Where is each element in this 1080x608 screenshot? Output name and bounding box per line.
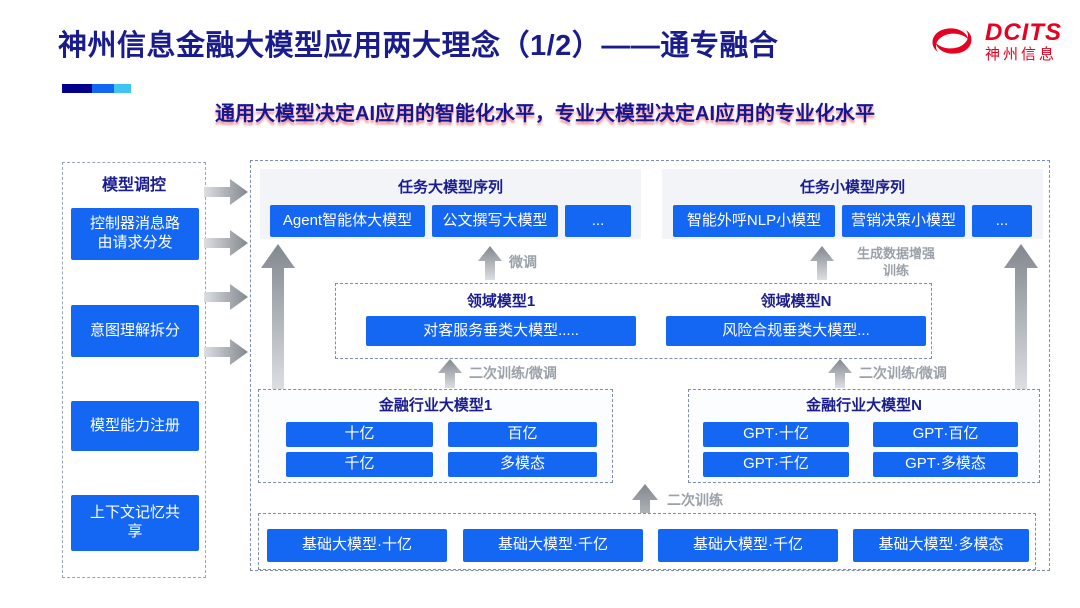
- model-box-100b: 千亿: [286, 452, 433, 477]
- model-box-nlp-outbound: 智能外呼NLP小模型: [673, 205, 835, 237]
- model-box-foundation-100b-2: 基础大模型·千亿: [658, 529, 838, 562]
- arrow-up-icon: [478, 246, 502, 280]
- arrow-up-tall-icon: [1004, 244, 1038, 390]
- sidebar-item-controller-routing: 控制器消息路 由请求分发: [71, 208, 199, 260]
- logo-brand-text: DCITS: [985, 19, 1062, 46]
- model-box-foundation-100b: 基础大模型·千亿: [463, 529, 643, 562]
- model-box-gpt-100b: GPT·千亿: [703, 452, 849, 477]
- model-box-document-writing: 公文撰写大模型: [432, 205, 558, 237]
- model-box-customer-service: 对客服务垂类大模型.....: [366, 316, 636, 346]
- domain-models-container: 领域模型1 对客服务垂类大模型..... 领域模型N 风险合规垂类大模型...: [335, 283, 932, 359]
- model-box-ellipsis: ...: [565, 205, 631, 237]
- model-control-panel: 模型调控 控制器消息路 由请求分发 意图理解拆分 模型能力注册 上下文记忆共 享: [62, 162, 206, 578]
- domain-model-n-title: 领域模型N: [760, 293, 832, 310]
- task-small-model-panel: 任务小模型序列 智能外呼NLP小模型 营销决策小模型 ...: [662, 169, 1043, 239]
- model-box-marketing-decision: 营销决策小模型: [842, 205, 965, 237]
- sidebar-item-capability-register: 模型能力注册: [71, 401, 199, 451]
- industry-model-n-panel: 金融行业大模型N GPT·十亿 GPT·百亿 GPT·千亿 GPT·多模态: [688, 389, 1040, 483]
- foundation-models-container: 基础大模型·十亿 基础大模型·千亿 基础大模型·千亿 基础大模型·多模态: [258, 513, 1036, 570]
- model-box-1b: 十亿: [286, 422, 433, 447]
- industry-model-n-title: 金融行业大模型N: [806, 397, 922, 414]
- model-box-ellipsis: ...: [972, 205, 1032, 237]
- task-small-title: 任务小模型序列: [799, 179, 905, 196]
- domain-model-1-title: 领域模型1: [466, 293, 536, 310]
- arrow-up-tall-icon: [261, 244, 295, 390]
- arrow-right-icon: [204, 284, 248, 310]
- arrow-right-icon: [204, 230, 248, 256]
- arrow-up-icon: [828, 359, 852, 388]
- label-fine-tune: 微调: [509, 254, 537, 270]
- title-accent-bar: [62, 84, 131, 93]
- page-title: 神州信息金融大模型应用两大理念（1/2）——通专融合: [58, 30, 779, 62]
- label-secondary-train-finetune-left: 二次训练/微调: [469, 365, 557, 381]
- model-box-foundation-1b: 基础大模型·十亿: [267, 529, 447, 562]
- label-generated-data-training: 生成数据增强 训练: [856, 246, 935, 278]
- sidebar-item-intent-split: 意图理解拆分: [71, 305, 199, 357]
- model-box-gpt-1b: GPT·十亿: [703, 422, 849, 447]
- model-box-10b: 百亿: [448, 422, 597, 447]
- logo-brand-cn: 神州信息: [985, 46, 1058, 64]
- sidebar-item-context-memory: 上下文记忆共 享: [71, 495, 199, 551]
- task-large-model-panel: 任务大模型序列 Agent智能体大模型 公文撰写大模型 ...: [260, 169, 641, 239]
- task-large-title: 任务大模型序列: [397, 179, 503, 196]
- slide-subtitle: 通用大模型决定AI应用的智能化水平，专业大模型决定AI应用的专业化水平: [215, 103, 875, 125]
- label-secondary-train-finetune-right: 二次训练/微调: [859, 365, 947, 381]
- model-box-multimodal: 多模态: [448, 452, 597, 477]
- model-box-foundation-multimodal: 基础大模型·多模态: [853, 529, 1029, 562]
- arrow-up-icon: [810, 246, 834, 280]
- arrow-right-icon: [204, 179, 248, 205]
- model-architecture-container: [250, 160, 1050, 571]
- label-secondary-training: 二次训练: [667, 492, 723, 508]
- model-box-risk-compliance: 风险合规垂类大模型...: [666, 316, 926, 346]
- model-box-agent: Agent智能体大模型: [270, 205, 425, 237]
- dcits-swirl-icon: [927, 21, 977, 61]
- arrow-right-icon: [204, 339, 248, 365]
- sidebar-title: 模型调控: [101, 177, 166, 194]
- industry-model-1-title: 金融行业大模型1: [378, 397, 493, 414]
- model-box-gpt-multimodal: GPT·多模态: [873, 452, 1018, 477]
- dcits-logo: DCITS 神州信息: [927, 20, 1062, 63]
- arrow-up-icon: [438, 359, 462, 388]
- model-box-gpt-10b: GPT·百亿: [873, 422, 1018, 447]
- industry-model-1-panel: 金融行业大模型1 十亿 百亿 千亿 多模态: [258, 389, 613, 483]
